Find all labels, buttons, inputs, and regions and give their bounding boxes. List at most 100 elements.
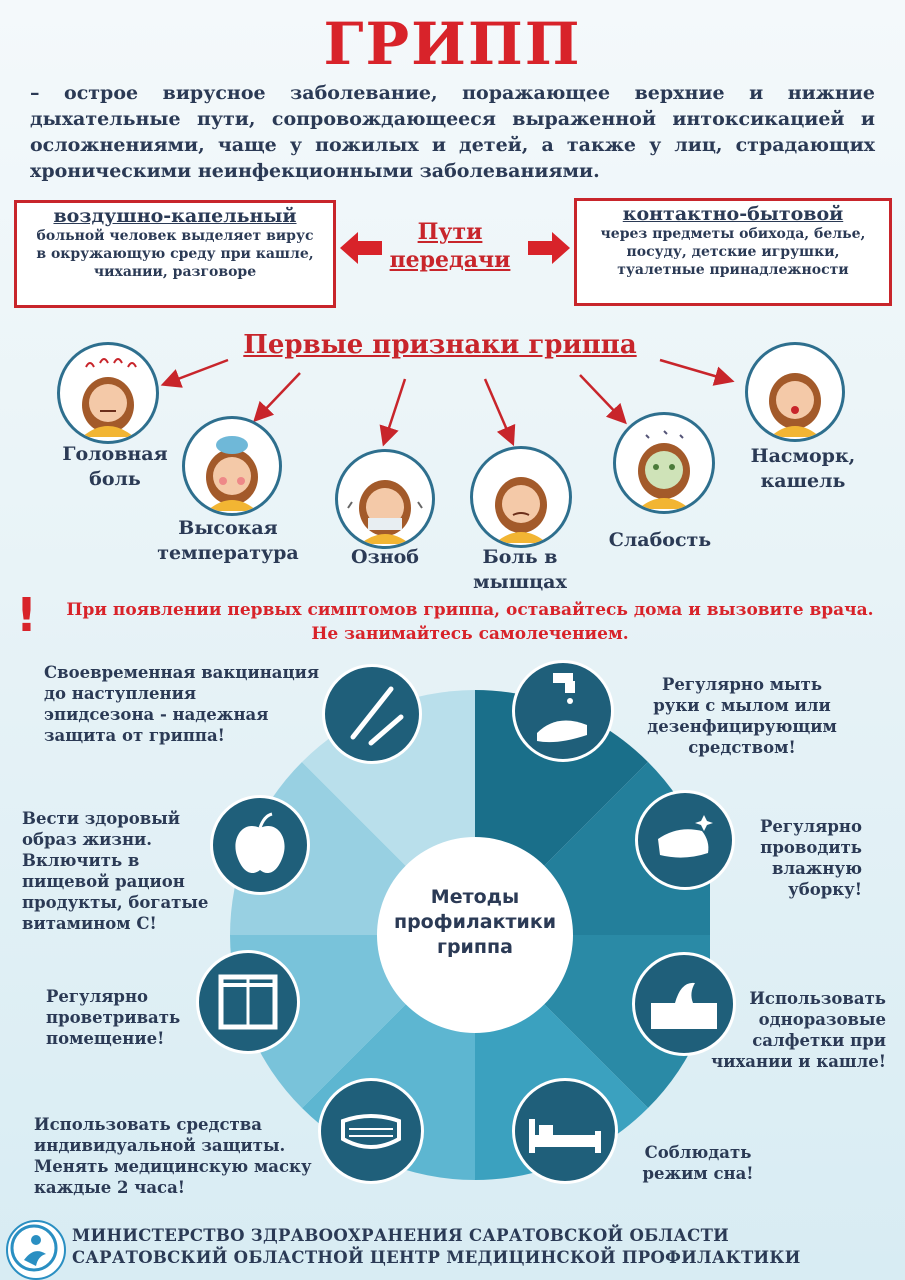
center-line-2: профилактики <box>393 911 557 933</box>
tip-tissues-line-4: чихании и кашле! <box>711 1052 886 1071</box>
symptom-fever-label: Высокая температура <box>142 516 314 566</box>
tip-sleep-line-2: режим сна! <box>642 1164 754 1183</box>
contact-line-1: через предметы обихода, белье, <box>600 226 866 242</box>
symptom-weakness-image <box>613 412 715 514</box>
tip-vaccination: Своевременная вакцинация до наступления … <box>44 662 344 746</box>
symptom-fever-line-2: температура <box>157 542 299 564</box>
tip-disposable-tissues: Использовать одноразовые салфетки при чи… <box>698 988 886 1072</box>
tip-handwash-line-4: средством! <box>688 738 796 757</box>
symptom-cough-line-1: Насморк, <box>750 445 856 467</box>
tip-lifestyle-line-6: витамином С! <box>22 914 157 933</box>
mask-icon <box>318 1078 424 1184</box>
tip-tissues-line-3: салфетки при <box>752 1031 886 1050</box>
contact-heading: контактно-бытовой <box>622 203 844 225</box>
tip-cleaning-line-1: Регулярно <box>759 817 862 836</box>
symptom-weakness-label: Слабость <box>590 528 730 553</box>
symptom-arrows <box>160 358 735 447</box>
symptom-headache-image <box>57 342 159 444</box>
tip-handwash-line-1: Регулярно мыть <box>661 675 823 694</box>
window-icon <box>196 950 300 1054</box>
warning-text: При появлении первых симптомов гриппа, о… <box>40 598 900 646</box>
symptom-headache-line-2: боль <box>89 468 141 490</box>
ministry-logo <box>6 1220 66 1280</box>
contact-transmission-box: контактно-бытовой через предметы обихода… <box>574 198 892 306</box>
tip-mask-line-3: Менять медицинскую маску <box>34 1157 312 1176</box>
contact-line-2: посуду, детские игрушки, <box>626 244 840 260</box>
cleaning-cloth-icon <box>635 790 735 890</box>
tip-vaccination-line-4: защита от гриппа! <box>44 726 225 745</box>
poster-title: ГРИПП <box>323 10 582 78</box>
symptom-headache-line-1: Головная <box>62 443 168 465</box>
symptom-fever-line-1: Высокая <box>178 517 278 539</box>
airborne-transmission-box: воздушно-капельный больной человек выдел… <box>14 200 336 308</box>
symptom-chills-line-1: Озноб <box>351 546 419 568</box>
warning-line-2: Не занимайтесь самолечением. <box>311 624 629 644</box>
center-line-3: гриппа <box>437 936 513 958</box>
footer-line-1: МИНИСТЕРСТВО ЗДРАВООХРАНЕНИЯ САРАТОВСКОЙ… <box>72 1226 730 1245</box>
tip-vaccination-line-3: эпидсезона - надежная <box>44 705 269 724</box>
symptom-cough-image <box>745 342 845 442</box>
tip-protective-equipment: Использовать средства индивидуальной защ… <box>34 1114 334 1198</box>
tip-sleep-line-1: Соблюдать <box>644 1143 752 1162</box>
tip-tissues-line-2: одноразовые <box>758 1010 886 1029</box>
tip-handwash-line-3: дезенфицирующим <box>647 717 837 736</box>
tip-lifestyle-line-5: продукты, богатые <box>22 893 209 912</box>
bed-icon <box>512 1078 618 1184</box>
symptoms-title: Первые признаки гриппа <box>243 330 637 360</box>
airborne-line-1: больной человек выделяет вирус <box>36 228 314 244</box>
tip-mask-line-2: индивидуальной защиты. <box>34 1136 286 1155</box>
tip-mask-line-1: Использовать средства <box>34 1115 262 1134</box>
center-line-1: Методы <box>430 886 520 908</box>
flu-definition: – острое вирусное заболевание, поражающе… <box>30 82 875 182</box>
syringe-icon <box>322 664 422 764</box>
tip-vaccination-line-2: до наступления <box>44 684 197 703</box>
tip-mask-line-4: каждые 2 часа! <box>34 1178 186 1197</box>
symptom-cough-label: Насморк, кашель <box>728 444 878 494</box>
symptom-muscle-pain-image <box>470 446 572 548</box>
tip-handwash-line-2: руки с мылом или <box>653 696 831 715</box>
tip-healthy-lifestyle: Вести здоровый образ жизни. Включить в п… <box>22 808 212 934</box>
transmission-title-line-1: Пути <box>417 219 483 245</box>
tip-cleaning-line-4: уборку! <box>788 880 862 899</box>
exclamation-icon: ! <box>16 588 37 642</box>
warning-line-1: При появлении первых симптомов гриппа, о… <box>66 600 874 620</box>
tip-lifestyle-line-3: Включить в <box>22 851 140 870</box>
arrow-left-icon <box>340 232 382 264</box>
apple-icon <box>210 795 310 895</box>
tip-cleaning-line-3: влажную <box>771 859 862 878</box>
symptom-muscle-pain-line-1: Боль в <box>482 546 558 568</box>
tip-vaccination-line-1: Своевременная вакцинация <box>44 663 320 682</box>
tissue-box-icon <box>632 952 736 1056</box>
tip-ventilate-line-2: проветривать <box>46 1008 181 1027</box>
airborne-line-2: в окружающую среду при кашле, <box>36 246 314 262</box>
symptom-muscle-pain-line-2: мышцах <box>473 571 567 593</box>
symptom-muscle-pain-label: Боль в мышцах <box>450 545 590 595</box>
tip-ventilate-line-3: помещение! <box>46 1029 165 1048</box>
airborne-line-3: чихании, разговоре <box>93 264 257 280</box>
tip-ventilate-line-1: Регулярно <box>46 987 149 1006</box>
tip-ventilate: Регулярно проветривать помещение! <box>46 986 196 1049</box>
prevention-center-title: Методы профилактики гриппа <box>375 885 575 960</box>
footer-line-2: САРАТОВСКИЙ ОБЛАСТНОЙ ЦЕНТР МЕДИЦИНСКОЙ … <box>72 1248 801 1267</box>
tip-lifestyle-line-4: пищевой рацион <box>22 872 185 891</box>
symptom-headache-label: Головная боль <box>40 442 190 492</box>
symptom-cough-line-2: кашель <box>760 470 846 492</box>
symptom-fever-image <box>182 416 282 516</box>
tip-lifestyle-line-1: Вести здоровый <box>22 809 181 828</box>
footer-organization: МИНИСТЕРСТВО ЗДРАВООХРАНЕНИЯ САРАТОВСКОЙ… <box>72 1225 892 1269</box>
transmission-title: Пути передачи <box>380 218 520 274</box>
tip-wet-cleaning: Регулярно проводить влажную уборку! <box>740 816 862 900</box>
arrow-right-icon <box>528 232 570 264</box>
tip-tissues-line-1: Использовать <box>749 989 886 1008</box>
symptom-weakness-line-1: Слабость <box>608 529 712 551</box>
tip-lifestyle-line-2: образ жизни. <box>22 830 153 849</box>
airborne-heading: воздушно-капельный <box>53 205 297 227</box>
transmission-title-line-2: передачи <box>389 247 511 273</box>
tip-cleaning-line-2: проводить <box>760 838 862 857</box>
tip-hand-washing: Регулярно мыть руки с мылом или дезенфиц… <box>622 674 862 758</box>
tip-sleep-regime: Соблюдать режим сна! <box>628 1142 768 1184</box>
contact-line-3: туалетные принадлежности <box>617 262 849 278</box>
symptom-chills-image <box>335 449 435 549</box>
hand-wash-icon <box>512 660 614 762</box>
symptom-chills-label: Озноб <box>320 545 450 570</box>
